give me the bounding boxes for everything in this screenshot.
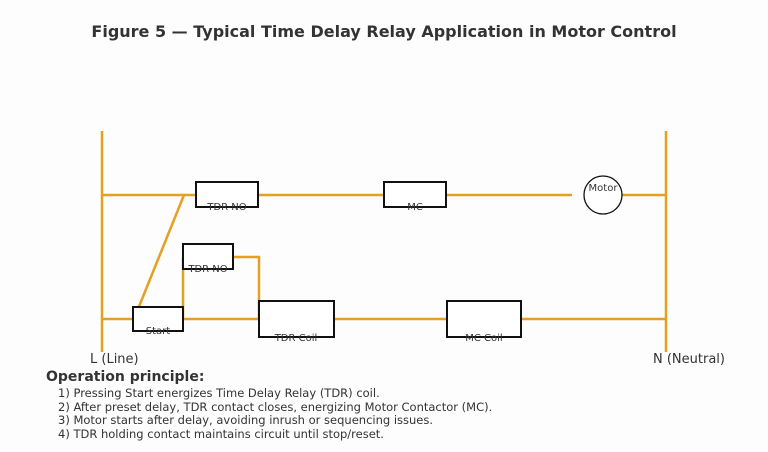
tdr-coil: TDR Coil <box>258 300 335 344</box>
mc-contact: MC <box>383 181 447 213</box>
motor: Motor <box>583 175 623 215</box>
tdr-no-contact-top: TDR-NO <box>195 181 259 213</box>
operation-notes: Operation principle: 1) Pressing Start e… <box>46 369 746 441</box>
tdr-no-holding-contact: TDR-NO <box>182 243 234 275</box>
neutral-rail-label: N (Neutral) <box>653 352 725 367</box>
tdr-coil-label: TDR Coil <box>274 333 318 344</box>
start-button: Start <box>132 306 184 337</box>
notes-heading: Operation principle: <box>46 369 205 385</box>
mc-coil: MC Coil <box>446 300 522 344</box>
tdr-no-top-label: TDR-NO <box>206 202 246 213</box>
motor-label: Motor <box>589 183 619 194</box>
note-item: 1) Pressing Start energizes Time Delay R… <box>58 386 380 400</box>
start-label: Start <box>146 326 171 337</box>
notes-list: 1) Pressing Start energizes Time Delay R… <box>46 386 746 441</box>
mc-contact-label: MC <box>407 202 423 213</box>
note-item: 3) Motor starts after delay, avoiding in… <box>58 413 434 427</box>
figure-title: Figure 5 — Typical Time Delay Relay Appl… <box>91 22 677 41</box>
diagonal-wire <box>132 194 186 320</box>
note-item: 2) After preset delay, TDR contact close… <box>58 399 493 414</box>
line-rail-label: L (Line) <box>90 352 139 367</box>
hold-wire-over <box>233 255 261 319</box>
mc-coil-label: MC Coil <box>465 333 502 344</box>
tdr-no-hold-label: TDR-NO <box>187 264 227 275</box>
note-item: 4) TDR holding contact maintains circuit… <box>58 426 384 441</box>
